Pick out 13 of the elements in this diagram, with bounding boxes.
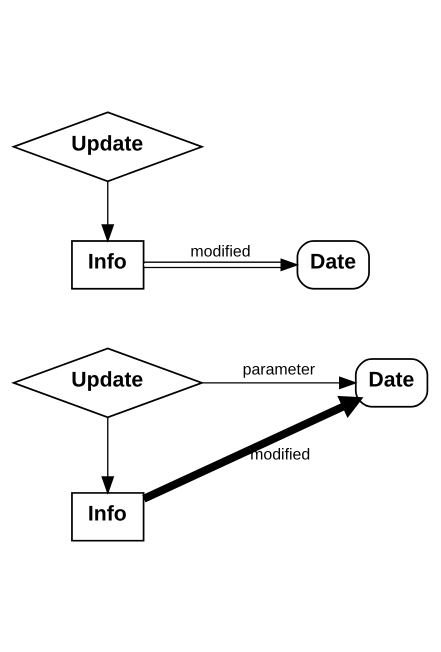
node-box: Info	[71, 492, 144, 542]
edge-label: modified	[190, 242, 251, 260]
arrow	[144, 258, 300, 271]
node-box: Date	[296, 240, 370, 290]
arrow	[101, 180, 114, 242]
edge-label: parameter	[242, 360, 316, 378]
node-box: Date	[354, 358, 428, 408]
node-diamond: Update	[11, 346, 204, 418]
node-box: Info	[71, 240, 144, 290]
arrow	[101, 417, 114, 494]
arrow	[202, 376, 358, 389]
node-diamond: Update	[11, 110, 204, 182]
arrow	[142, 395, 364, 502]
